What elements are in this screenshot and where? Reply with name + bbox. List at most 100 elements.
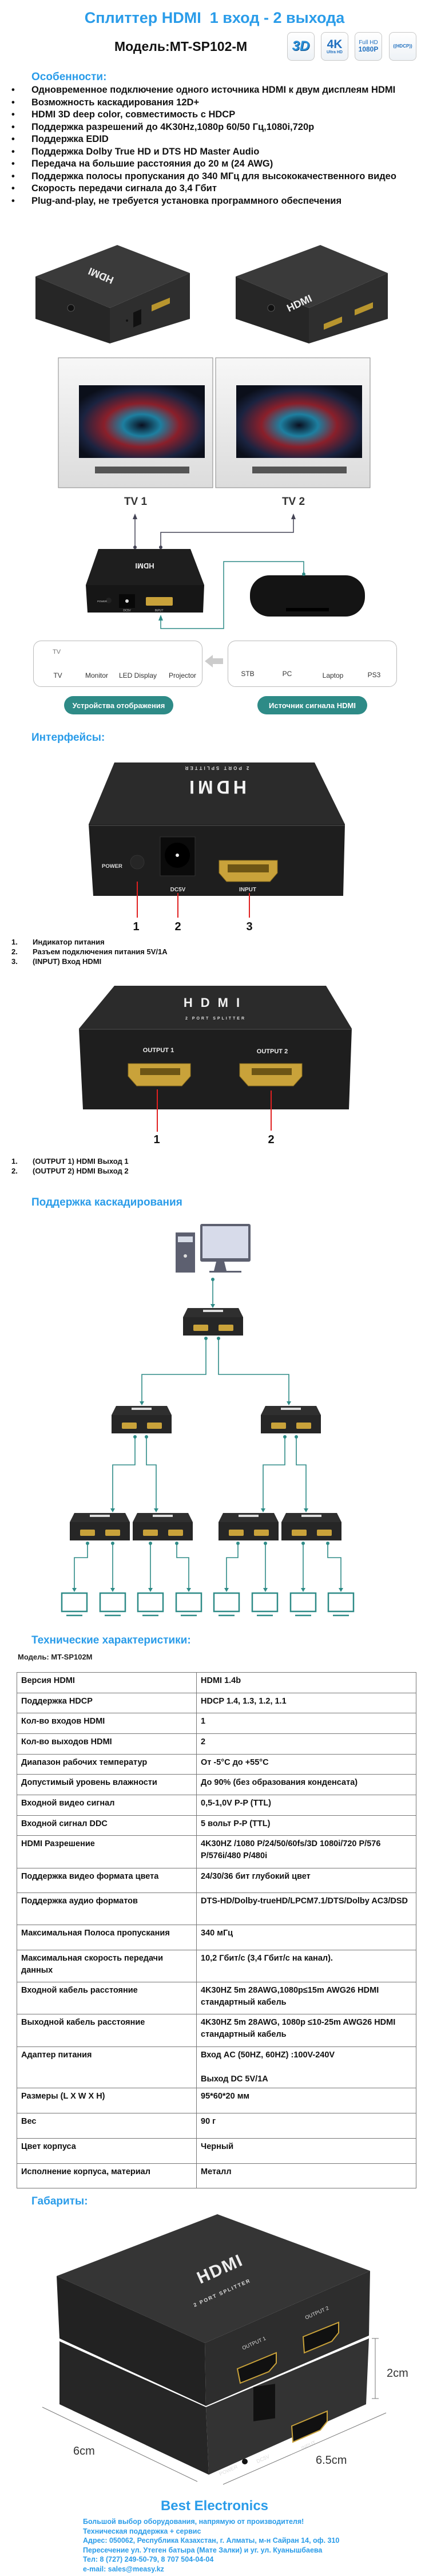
depth-label: 6.5cm (316, 2454, 347, 2467)
cascade-cable (296, 1437, 307, 1510)
model-label: Модель:MT-SP102-M (114, 39, 248, 54)
splitter-icon (281, 1513, 341, 1540)
footer-line: Техническая поддержка + сервис (83, 2527, 201, 2535)
feature-item: Поддержка Dolby True HD и DTS HD Master … (11, 146, 412, 159)
callout-number: 1 (153, 1133, 160, 1146)
device-label-ps3: PS3 (367, 671, 381, 679)
arrow-down-icon (140, 1401, 144, 1405)
device-label-pc: PC (282, 670, 292, 678)
power-label: POWER (97, 600, 108, 603)
feature-item: Поддержка EDID (11, 133, 412, 146)
features-list: Одновременное подключение одного источни… (11, 84, 412, 207)
arrow-down-icon (287, 1401, 291, 1405)
item-number: 3. (11, 957, 18, 966)
item-text: (INPUT) Вход HDMI (33, 957, 102, 966)
interfaces-heading: Интерфейсы: (31, 732, 105, 744)
splitter-icon (133, 1513, 193, 1540)
spec-param: Адаптер питания (17, 2046, 197, 2088)
dimension-lines (42, 2338, 387, 2485)
spec-row: Размеры (L X W X H)95*60*20 мм (17, 2088, 416, 2113)
spec-param: Цвет корпуса (17, 2138, 197, 2164)
spec-value: 0,5-1,0V P-P (TTL) (196, 1795, 416, 1816)
footer-contacts: Большой выбор оборудования, напрямую от … (83, 2517, 339, 2574)
spec-value: 90 г (196, 2113, 416, 2139)
monitor-icon (61, 1592, 88, 1617)
spec-param: Входной сигнал DDC (17, 1815, 197, 1836)
rear-ports-list: 1.Индикатор питания 2.Разъем подключения… (11, 937, 168, 966)
spec-param: Исполнение корпуса, материал (17, 2163, 197, 2188)
connector-dot (236, 1542, 240, 1545)
spec-value: До 90% (без образования конденсата) (196, 1774, 416, 1795)
cascade-cable (74, 1543, 88, 1589)
spec-param: Кол-во входов HDMI (17, 1713, 197, 1734)
callout-lines (137, 882, 250, 918)
spec-value: Черный (196, 2138, 416, 2164)
device-subtitle: 2 PORT SPLITTER (184, 765, 249, 771)
connection-diagram: HDMI POWER DC5V INPUT (46, 357, 385, 667)
footer-email[interactable]: e-mail: sales@measy.kz (83, 2565, 164, 2573)
dc-label: DC5V (170, 887, 186, 893)
monitor-icon (213, 1592, 240, 1617)
device-logo: HDMI (135, 562, 154, 570)
cascade-heading: Поддержка каскадирования (31, 1196, 182, 1208)
spec-value: 5 вольт P-P (TTL) (196, 1815, 416, 1836)
spec-value: 1 (196, 1713, 416, 1734)
device-subtitle: 2 PORT SPLITTER (185, 1017, 246, 1021)
media-box (250, 575, 365, 617)
feature-item: Поддержка полосы пропускания до 340 МГц … (11, 171, 412, 183)
device-logo: HDMI (184, 995, 248, 1010)
connector-dot (301, 1542, 305, 1545)
connector-dot (149, 1542, 152, 1545)
spec-param: Вес (17, 2113, 197, 2139)
dc-label: DC5V (256, 2453, 271, 2464)
tv2-scene (215, 357, 371, 488)
badge-fullhd-text: Full HD (359, 39, 378, 46)
item-text: (OUTPUT 2) HDMI Выход 2 (33, 1167, 129, 1175)
arrow-down-icon (263, 1588, 268, 1592)
arrow-down-icon (110, 1508, 115, 1512)
tv2-label: TV 2 (281, 496, 305, 508)
spec-value: От -5°C до +55°C (196, 1754, 416, 1775)
page-title: Сплиттер HDMI 1 вход - 2 выхода (84, 9, 345, 26)
arrow-down-icon (210, 1304, 215, 1308)
device-label-laptop: Laptop (322, 671, 344, 679)
connector-dot (204, 1337, 208, 1340)
badge-hdcp-text: ((HDCP)) (393, 44, 412, 49)
badge-4k-sub: Ultra HD (326, 50, 343, 54)
spec-param: Допустимый уровень влажности (17, 1774, 197, 1795)
footer-line: Пересечение ул. Утеген батыра (Мате Залк… (83, 2546, 323, 2554)
list-item: 3. (INPUT) Вход HDMI (11, 957, 168, 966)
spec-value: Вход AC (50HZ, 60HZ) :100V-240V Выход DC… (196, 2046, 416, 2088)
arrow-down-icon (339, 1588, 343, 1592)
item-text: Индикатор питания (33, 938, 105, 946)
specs-model: Модель: MT-SP102M (18, 1653, 93, 1661)
spec-value: 10,2 Гбит/с (3,4 Гбит/с на канал). (196, 1950, 416, 1982)
spec-value: 4K30HZ /1080 P/24/50/60fs/3D 1080i/720 P… (196, 1835, 416, 1868)
callout-number: 3 (246, 920, 253, 933)
callout-lines (157, 1089, 272, 1132)
features-heading: Особенности: (31, 71, 107, 83)
device-logo: HDMI (186, 777, 247, 797)
list-item: 2.(OUTPUT 2) HDMI Выход 2 (11, 1166, 129, 1176)
connector-dot (217, 1337, 220, 1340)
arrow-down-icon (154, 1508, 158, 1512)
width-label: 6cm (73, 2445, 95, 2458)
feature-item: HDMI 3D deep color, совместимость с HDCP (11, 109, 412, 121)
spec-param: Входной видео сигнал (17, 1795, 197, 1816)
power-label: POWER (102, 863, 122, 870)
spec-value: 340 мГц (196, 1925, 416, 1950)
dc-label: DC5V (123, 609, 131, 613)
arrow-up-icon (133, 513, 137, 519)
spec-value: Металл (196, 2163, 416, 2188)
